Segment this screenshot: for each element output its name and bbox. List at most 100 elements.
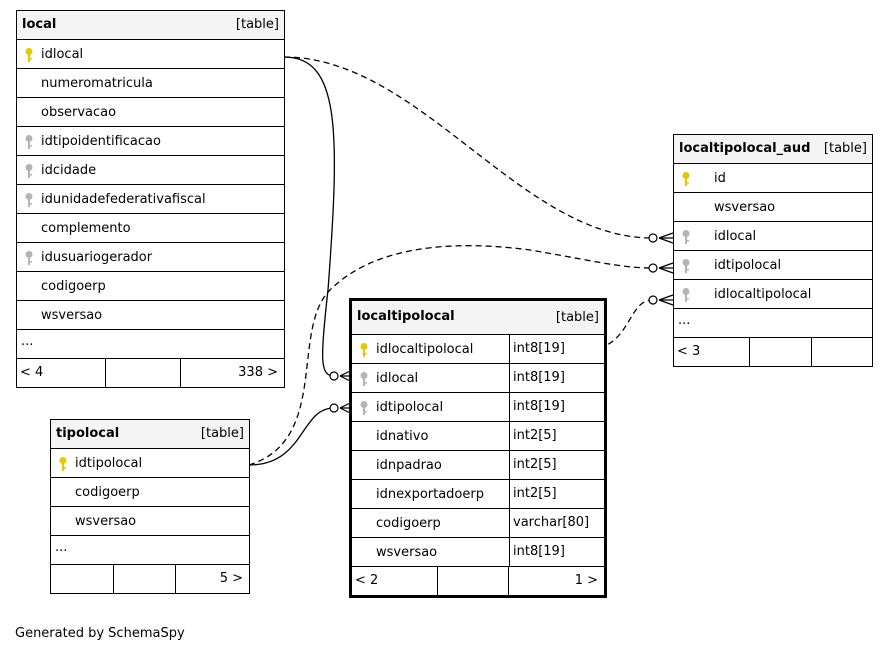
footer-cell: 338 > (180, 359, 284, 387)
table-kind: [table] (555, 310, 599, 325)
table-footer: < 2 1 > (352, 567, 604, 595)
row-count: 1 > (574, 573, 598, 588)
row-count: 338 > (238, 365, 278, 380)
crowfoot (339, 402, 351, 414)
column-row[interactable]: idlocal (17, 40, 284, 69)
column-name: idnpadrao (376, 458, 442, 473)
table-tipolocal[interactable]: tipolocal [table] idtipolocal codigoerp ws… (50, 419, 250, 594)
column-row[interactable]: idlocaltipolocal (674, 280, 872, 309)
column-row[interactable]: idtipoidentificacao (17, 127, 284, 156)
column-row[interactable]: observacao (17, 98, 284, 127)
row-count: 5 > (219, 571, 243, 586)
link-end-circle (648, 295, 658, 305)
column-name: idtipoidentificacao (41, 134, 161, 149)
column-type: int8[19] (509, 364, 604, 392)
link-tipolocal-to-localtipolocal (248, 407, 335, 466)
column-name: codigoerp (75, 485, 140, 500)
table-localtipolocal-aud[interactable]: localtipolocal_aud [table] id wsversao idl… (673, 134, 873, 367)
column-name: idusuariogerador (41, 250, 153, 265)
column-name: idtipolocal (75, 456, 143, 471)
table-kind: [table] (235, 17, 279, 32)
column-row[interactable]: wsversao int8[19] (352, 538, 604, 567)
column-name: wsversao (376, 545, 438, 560)
column-type: int8[19] (509, 335, 604, 363)
column-row[interactable]: wsversao (51, 507, 249, 536)
footer-cell (51, 565, 113, 593)
column-name: numeromatricula (41, 76, 153, 91)
more-columns: ... (51, 536, 249, 565)
column-type: int2[5] (509, 451, 604, 479)
column-row[interactable]: wsversao (674, 193, 872, 222)
column-name: idlocal (41, 47, 84, 62)
column-row[interactable]: idunidadefederativafiscal (17, 185, 284, 214)
generated-by-credit: Generated by SchemaSpy (15, 626, 185, 641)
column-name: id (714, 171, 726, 186)
footer-cell: 5 > (175, 565, 249, 593)
primary-key-icon (57, 456, 69, 472)
foreign-key-icon (680, 287, 692, 303)
column-name: idlocaltipolocal (714, 287, 812, 302)
column-row[interactable]: codigoerp (51, 478, 249, 507)
table-local[interactable]: local [table] idlocal numeromatricula obse… (16, 10, 285, 388)
column-row[interactable]: idlocal (674, 222, 872, 251)
foreign-key-icon (23, 134, 35, 150)
crowfoot (658, 294, 674, 306)
column-row[interactable]: codigoerp (17, 272, 284, 301)
table-kind: [table] (200, 426, 244, 441)
column-name: idcidade (41, 163, 97, 178)
column-name: idlocaltipolocal (376, 342, 474, 357)
column-name: wsversao (75, 514, 137, 529)
table-name: localtipolocal_aud (679, 141, 811, 156)
column-type: int8[19] (509, 538, 604, 566)
foreign-key-icon (358, 371, 370, 387)
column-row[interactable]: idcidade (17, 156, 284, 185)
column-row[interactable]: numeromatricula (17, 69, 284, 98)
column-row[interactable]: idusuariogerador (17, 243, 284, 272)
table-name: local (22, 17, 57, 32)
column-name: observacao (41, 105, 117, 120)
crowfoot (339, 370, 351, 382)
column-list: idlocal numeromatricula observacao idtipoid… (17, 40, 284, 330)
column-name: idtipolocal (714, 258, 782, 273)
parent-count: < 3 (677, 344, 701, 359)
column-name: idnexportadoerp (376, 487, 484, 502)
foreign-key-icon (358, 400, 370, 416)
column-name: complemento (41, 221, 131, 236)
column-list: id wsversao idlocal idtipolocal idlocaltipol… (674, 164, 872, 309)
more-columns: ... (674, 309, 872, 338)
foreign-key-icon (680, 258, 692, 274)
column-row[interactable]: complemento (17, 214, 284, 243)
table-header: localtipolocal [table] (352, 301, 604, 335)
footer-cell (105, 359, 180, 387)
footer-cell (437, 567, 508, 595)
link-end-circle (329, 403, 339, 413)
foreign-key-icon (23, 163, 35, 179)
column-row[interactable]: wsversao (17, 301, 284, 330)
table-name: tipolocal (56, 426, 120, 441)
column-name: wsversao (714, 200, 776, 215)
foreign-key-icon (23, 192, 35, 208)
column-row[interactable]: id (674, 164, 872, 193)
link-end-circle (648, 263, 658, 273)
more-columns: ... (17, 330, 284, 359)
column-name: idtipolocal (376, 400, 444, 415)
link-local-idlocal-to-aud (283, 56, 653, 239)
column-row[interactable]: idtipolocal (674, 251, 872, 280)
table-footer: < 3 (674, 338, 872, 366)
column-row[interactable]: idtipolocal (51, 449, 249, 478)
footer-cell: < 3 (674, 338, 749, 366)
column-row[interactable]: idnpadrao int2[5] (352, 451, 604, 480)
footer-cell (811, 338, 872, 366)
column-type: int2[5] (509, 422, 604, 450)
table-header: localtipolocal_aud [table] (674, 135, 872, 164)
primary-key-icon (358, 342, 370, 358)
table-footer: < 4 338 > (17, 359, 284, 387)
column-row[interactable]: idlocaltipolocal int8[19] (352, 335, 604, 364)
